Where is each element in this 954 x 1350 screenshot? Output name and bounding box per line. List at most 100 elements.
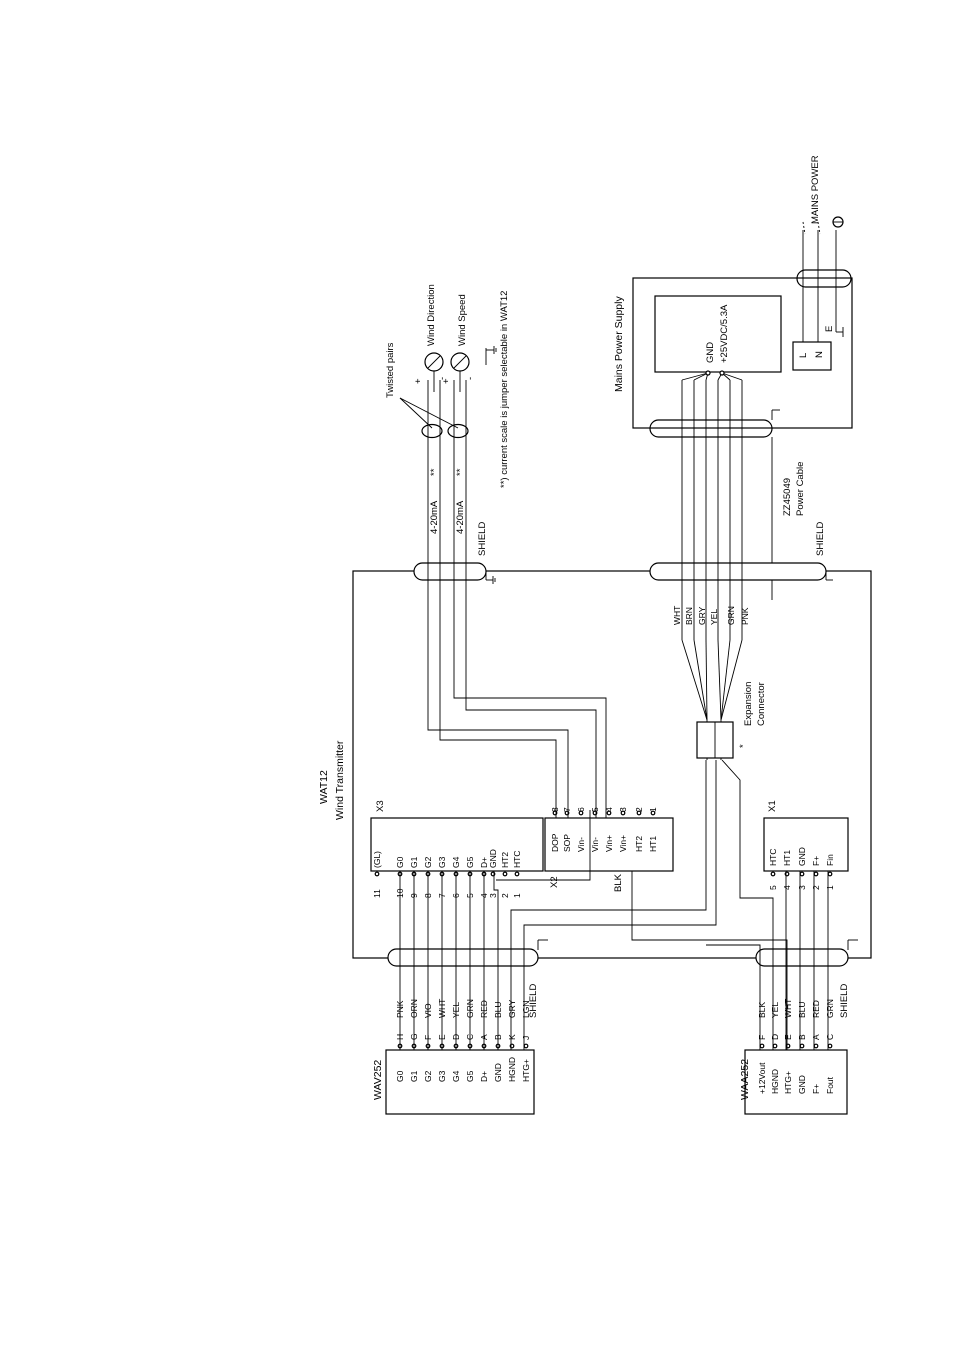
x3-terminal-number: 11 bbox=[372, 889, 382, 898]
wind-direction-label: Wind Direction bbox=[426, 284, 437, 346]
x2-block bbox=[544, 817, 674, 872]
waa252-pin-letter: D bbox=[770, 1034, 780, 1040]
terminal-dot bbox=[636, 810, 642, 816]
terminal-n: N bbox=[814, 351, 825, 358]
x3-terminal-label: HT2 bbox=[500, 852, 510, 868]
psu-module bbox=[654, 295, 782, 373]
wav252-pin-label: G5 bbox=[465, 1070, 475, 1082]
x1-terminal-label: HT1 bbox=[782, 850, 792, 866]
current-scale-note: **) current scale is jumper selectable i… bbox=[499, 291, 510, 488]
terminal-dot bbox=[799, 1043, 805, 1049]
x2-terminal-label: Vin+ bbox=[604, 835, 614, 852]
waa252-label: WAA252 bbox=[739, 1059, 751, 1100]
waa252-pin-label: Fout bbox=[825, 1076, 835, 1094]
x2-terminal-label: DOP bbox=[550, 833, 560, 852]
mains-power-supply-box bbox=[632, 277, 853, 429]
mains-power-label: MAINS POWER bbox=[810, 155, 821, 224]
ma-mark-2: ** bbox=[455, 468, 466, 476]
terminal-dot bbox=[650, 810, 656, 816]
terminal-dot bbox=[772, 1043, 778, 1049]
wav252-pin-label: D+ bbox=[479, 1071, 489, 1082]
waa252-wire-color: BLK bbox=[757, 1002, 767, 1018]
plus-speed: + bbox=[441, 378, 452, 384]
mains-power-supply-label: Mains Power Supply bbox=[613, 296, 625, 392]
cable-oval-waa bbox=[755, 948, 849, 967]
x1-terminal-label: F+ bbox=[811, 856, 821, 866]
cable-oval-output bbox=[413, 562, 487, 581]
wav252-shield: SHIELD bbox=[528, 984, 539, 1018]
x1-terminal-label: GND bbox=[797, 847, 807, 866]
wat12-subtitle: Wind Transmitter bbox=[334, 740, 346, 820]
x1-terminal-label: Fin bbox=[825, 854, 835, 866]
ma-label-2: 4-20mA bbox=[455, 500, 466, 534]
terminal-dot bbox=[578, 810, 584, 816]
x2-terminal-label: Vin- bbox=[590, 837, 600, 852]
terminal-dot bbox=[514, 871, 520, 877]
x3-terminal-label: G2 bbox=[423, 856, 433, 868]
earth-icon bbox=[832, 216, 844, 228]
x1-terminal-number: 5 bbox=[768, 885, 778, 890]
x2-terminal-label: HT1 bbox=[648, 836, 658, 852]
x1-terminal-label: HTC bbox=[768, 849, 778, 866]
wav252-pin-label: GND bbox=[493, 1063, 503, 1082]
waa252-pin-label: HGND bbox=[770, 1069, 780, 1094]
wav252-label: WAV252 bbox=[372, 1060, 384, 1100]
x3-terminal-number: 1 bbox=[512, 893, 522, 898]
x3-terminal-label: G5 bbox=[465, 856, 475, 868]
x1-terminal-number: 4 bbox=[782, 885, 792, 890]
waa252-pin-label: F+ bbox=[811, 1084, 821, 1094]
x2-terminal-number: 4 bbox=[604, 807, 614, 812]
power-shield-label: SHIELD bbox=[815, 522, 826, 556]
waa252-wire-color: YEL bbox=[770, 1002, 780, 1018]
waa252-pin-letter: F bbox=[757, 1035, 767, 1040]
ground-icon bbox=[771, 409, 780, 420]
waa252-pin-letter: B bbox=[797, 1034, 807, 1040]
x2-terminal-number: 5 bbox=[590, 807, 600, 812]
x2-terminal-label: HT2 bbox=[634, 836, 644, 852]
wav252-wire-color: GRY bbox=[507, 999, 517, 1018]
twisted-pair-oval-2 bbox=[447, 423, 469, 439]
output-wires bbox=[427, 380, 607, 818]
twisted-pairs-label: Twisted pairs bbox=[385, 342, 396, 398]
x3-terminal-number: 2 bbox=[500, 893, 510, 898]
terminal-dot bbox=[827, 1043, 833, 1049]
waa252-pin-label: HTG+ bbox=[783, 1071, 793, 1094]
x3-terminal-label: (GL) bbox=[372, 851, 382, 868]
wav252-box bbox=[385, 1049, 535, 1115]
psu-vdc: +25VDC/5.3A bbox=[719, 304, 730, 363]
x2-terminal-number: 8 bbox=[550, 807, 560, 812]
waa252-pin-label: +12Vout bbox=[757, 1062, 767, 1094]
waa252-shield: SHIELD bbox=[839, 984, 850, 1018]
wav252-pin-letter: J bbox=[521, 1036, 531, 1040]
blk-label: BLK bbox=[613, 873, 624, 892]
waa252-wire-color: GRN bbox=[825, 999, 835, 1018]
ground-icon bbox=[847, 939, 858, 950]
wav252-pin-label: HTG+ bbox=[521, 1059, 531, 1082]
x2-terminal-number: 6 bbox=[576, 807, 586, 812]
x3-block bbox=[370, 817, 544, 872]
terminal-dot bbox=[759, 1043, 765, 1049]
minus-direction: - bbox=[437, 377, 448, 380]
mains-wires bbox=[802, 221, 837, 342]
expansion-label-2: Connector bbox=[756, 682, 767, 726]
x1-block bbox=[763, 817, 849, 872]
x3-terminal-label: D+ bbox=[479, 857, 489, 868]
x3-terminal-label: HTC bbox=[512, 851, 522, 868]
cable-id: ZZ45049 bbox=[782, 478, 793, 516]
wat12-title: WAT12 bbox=[318, 770, 330, 804]
minus-speed: - bbox=[465, 377, 476, 380]
waa252-pin-letter: E bbox=[783, 1034, 793, 1040]
wav252-pin-letter: K bbox=[507, 1034, 517, 1040]
x3-terminal-label: G0 bbox=[395, 856, 405, 868]
x3-terminal-label: GND bbox=[488, 849, 498, 868]
x2-terminal-label: Vin+ bbox=[618, 835, 628, 852]
waa252-pin-letter: C bbox=[825, 1034, 835, 1040]
waa252-pin-letter: A bbox=[811, 1034, 821, 1040]
ground-icon bbox=[485, 573, 496, 584]
cable-oval-wav bbox=[387, 948, 539, 967]
waa252-pin-label: GND bbox=[797, 1075, 807, 1094]
waa252-wire-color: RED bbox=[811, 1000, 821, 1018]
